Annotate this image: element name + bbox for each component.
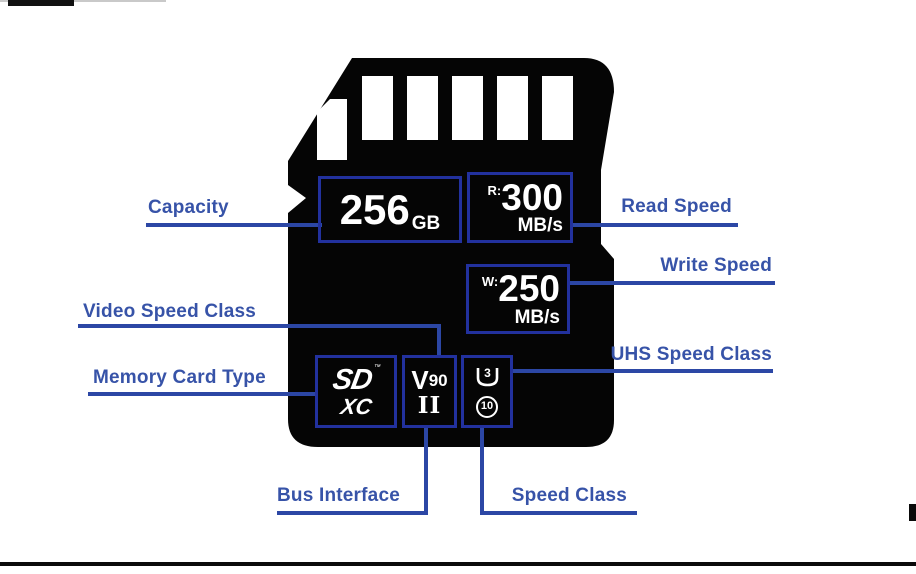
write-speed-prefix: W: [481,274,499,290]
sd-card-body [288,58,614,447]
speed-class-c10-icon: 10 [476,395,498,418]
capacity-box: 256 GB [318,176,462,243]
card-pin-icon [407,76,438,140]
read-speed-label: Read Speed [621,196,732,217]
capacity-value: 256 [339,185,410,233]
memory-card-type-box: SD ™ XC [315,355,397,428]
bottom-divider-rule [0,562,916,566]
read-speed-box: R: 300 MB/s [467,172,573,243]
speed-class-connector-line [480,511,637,515]
right-edge-crop-mark [909,504,916,521]
sdxc-logo-sd: SD [330,363,375,396]
read-speed-connector-line [571,223,738,227]
video-speed-class-label: Video Speed Class [83,301,257,322]
top-hairline-divider [0,0,166,2]
card-pin-icon [497,76,528,140]
write-speed-box: W: 250 MB/s [466,264,570,334]
uhs-speed-class-u3-icon: 3 [476,366,498,386]
write-speed-label: Write Speed [660,255,772,276]
uhs-speed-class-connector-line [511,369,773,373]
bus-interface-connector-line [277,511,428,515]
write-speed-value: 250 [498,268,560,310]
card-pin-icon [452,76,483,140]
memory-card-type-label: Memory Card Type [93,367,266,388]
uhs-speed-class-label: UHS Speed Class [610,344,772,365]
card-pin-icon [542,76,573,140]
video-speed-class-number: 90 [428,371,448,390]
capacity-connector-line [146,223,322,227]
sdxc-logo-xc: XC [338,393,374,419]
uhs-class-number: 3 [484,366,491,380]
trademark-symbol: ™ [373,363,382,371]
memory-card-type-connector-line [88,392,318,396]
video-speed-class-connector-elbow [437,324,441,358]
video-speed-class-connector-line [78,324,441,328]
speed-class-connector-elbow [480,425,484,515]
bus-interface-label: Bus Interface [277,485,400,506]
card-pin-icon [362,76,393,140]
video-speed-class-box: V 90 II [402,355,457,428]
capacity-label: Capacity [148,197,229,218]
read-speed-unit: MB/s [517,215,563,237]
top-left-crop-mark [8,0,74,6]
speed-class-label: Speed Class [511,485,627,506]
speed-class-box: 3 10 [461,355,513,428]
read-speed-prefix: R: [487,182,502,198]
speed-class-number: 10 [480,400,494,412]
write-speed-unit: MB/s [514,306,560,328]
bus-interface-connector-elbow [424,425,428,515]
write-speed-connector-line [568,281,775,285]
video-speed-class-letter: V [411,364,429,395]
capacity-unit: GB [411,213,441,234]
read-speed-value: 300 [501,176,563,218]
card-pin-small-icon [317,99,347,160]
bus-interface-roman-numeral: II [417,391,442,419]
